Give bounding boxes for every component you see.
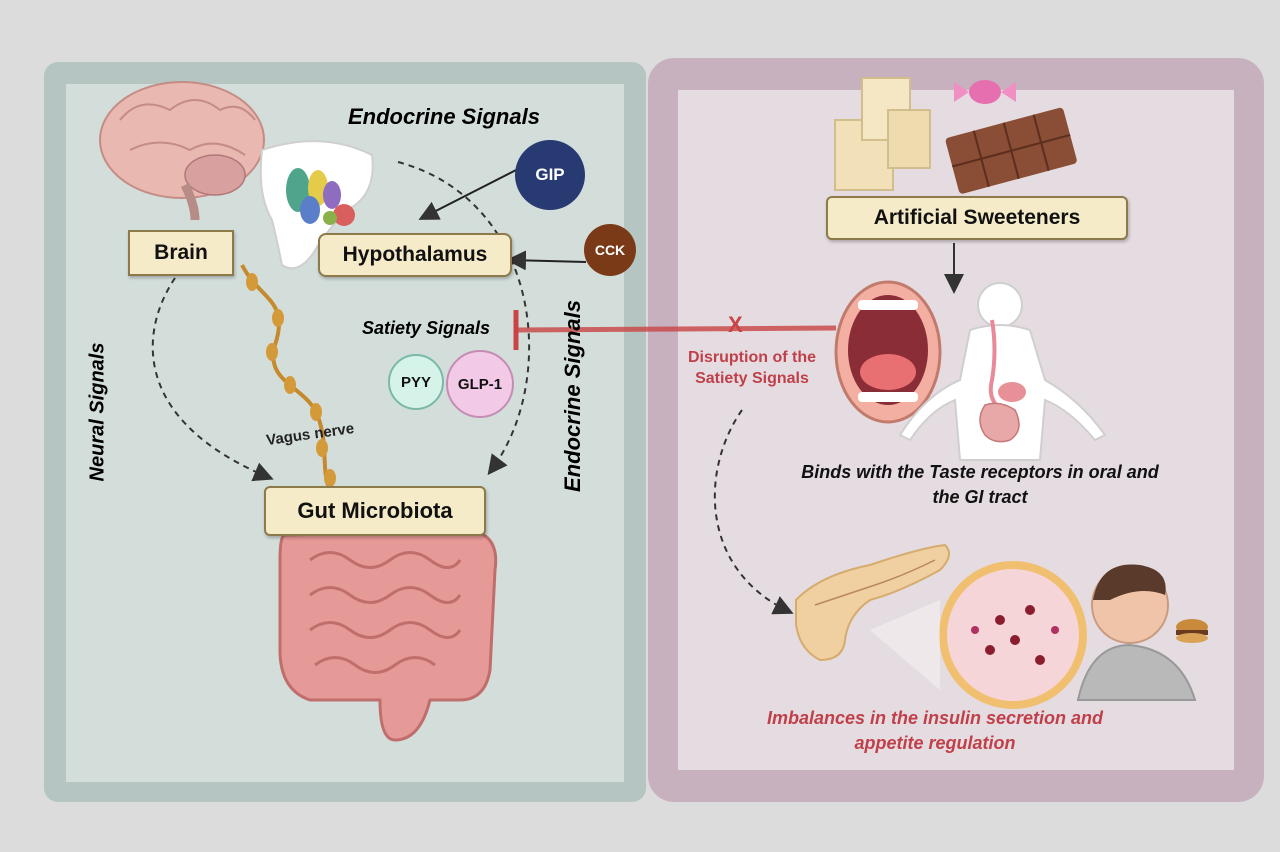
chocolate-illustration xyxy=(945,107,1077,194)
human-body-illustration xyxy=(898,282,1107,461)
neural-signals-label: Neural Signals xyxy=(86,342,109,482)
pyy-hormone-circle: PYY xyxy=(388,354,444,410)
disruption-label: Disruption of the Satiety Signals xyxy=(672,348,832,390)
candy-illustration xyxy=(954,80,1016,104)
vagus-nerve-illustration xyxy=(240,264,336,491)
artificial-sweeteners-label: Artificial Sweeteners xyxy=(826,196,1128,240)
boy-eating-illustration xyxy=(1076,564,1208,701)
imbalance-caption: Imbalances in the insulin secretion and … xyxy=(720,706,1150,756)
brain-label: Brain xyxy=(128,230,234,276)
glp1-hormone-circle: GLP-1 xyxy=(446,350,514,418)
neural-signal-arrow xyxy=(151,277,274,482)
gip-hormone-circle: GIP xyxy=(515,140,585,210)
sugar-cubes-illustration xyxy=(834,77,931,191)
disruption-line-1: Disruption of the xyxy=(688,349,816,366)
cck-hormone-circle: CCK xyxy=(584,224,636,276)
disruption-line-2: Satiety Signals xyxy=(695,369,809,387)
endocrine-signals-title: Endocrine Signals xyxy=(348,104,540,129)
endocrine-signal-arrow xyxy=(397,161,531,476)
satiety-signals-label: Satiety Signals xyxy=(362,318,491,338)
intestine-illustration xyxy=(278,528,498,742)
hypothalamus-label: Hypothalamus xyxy=(318,233,512,277)
islet-cells-illustration xyxy=(939,561,1087,709)
imbalance-line-1: Imbalances in the insulin secretion and xyxy=(766,708,1104,728)
imbalance-line-2: appetite regulation xyxy=(854,733,1016,754)
satiety-inhibition-line xyxy=(517,325,837,333)
taste-receptor-line-2: the GI tract xyxy=(932,487,1028,508)
cck-arrow xyxy=(506,250,587,271)
endocrine-signals-side-label: Endocrine Signals xyxy=(560,300,585,492)
hypothalamus-illustration xyxy=(259,140,374,270)
pancreas-illustration xyxy=(795,543,950,662)
brain-illustration xyxy=(99,81,265,221)
inhibition-x-mark: X xyxy=(728,312,743,337)
taste-receptor-caption: Binds with the Taste receptors in oral a… xyxy=(760,460,1200,510)
mouth-illustration xyxy=(834,280,942,424)
insulin-arrow xyxy=(713,409,794,615)
taste-receptor-line-1: Binds with the Taste receptors in oral a… xyxy=(801,462,1159,482)
gut-microbiota-label: Gut Microbiota xyxy=(264,486,486,536)
zoom-cone xyxy=(870,600,940,690)
gip-arrow xyxy=(418,167,521,220)
